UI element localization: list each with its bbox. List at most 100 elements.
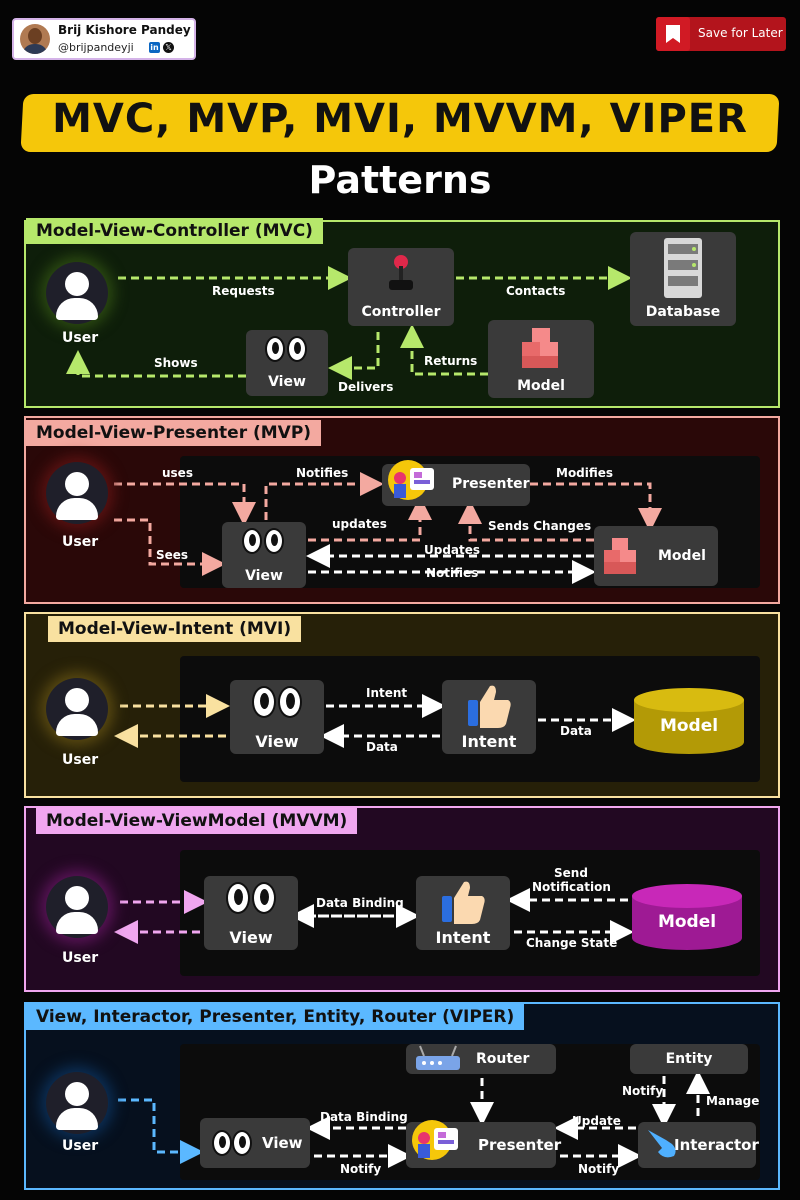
- page-subtitle: Patterns: [308, 158, 492, 202]
- mvi-intent-box: Intent: [442, 680, 536, 754]
- presenter-icon: [388, 460, 434, 500]
- author-handle: @brijpandeyji: [58, 41, 134, 54]
- viper-manage-label: Manage: [706, 1094, 760, 1108]
- mvi-user-icon: [46, 678, 108, 740]
- mvvm-view-label: View: [229, 928, 273, 947]
- mvi-data-label: Data: [560, 724, 592, 738]
- mvp-user-label: User: [62, 534, 99, 550]
- pointing-hand-icon: [648, 1130, 676, 1158]
- viper-presenter-label: Presenter: [478, 1136, 562, 1154]
- mvi-data-back-label: Data: [366, 740, 398, 754]
- mvp-model-box: Model: [594, 526, 718, 586]
- mvp-uses-label: uses: [162, 466, 193, 480]
- mvp-presenter-label: Presenter: [452, 476, 530, 492]
- mvvm-intent-label: Intent: [435, 928, 491, 947]
- mvc-model-box: Model: [488, 320, 594, 398]
- mvc-delivers-label: Delivers: [338, 380, 394, 394]
- mvc-model-label: Model: [517, 378, 565, 394]
- viper-notify-view-label: Notify: [340, 1162, 382, 1176]
- viper-notify-entity-label: Notify: [622, 1084, 664, 1098]
- bookmark-icon: [656, 17, 690, 51]
- joystick-icon: [389, 255, 413, 290]
- mvi-user-label: User: [62, 752, 99, 768]
- mvp-updates-up-label: updates: [332, 517, 387, 531]
- mvc-returns-label: Returns: [424, 354, 478, 368]
- save-for-later-label: Save for Later: [698, 26, 783, 40]
- viper-presenter-box: Presenter: [406, 1120, 561, 1168]
- mvvm-model-cylinder: Model: [632, 884, 742, 950]
- mvc-contacts-label: Contacts: [506, 284, 566, 298]
- save-for-later-button[interactable]: Save for Later: [656, 17, 786, 51]
- mvi-view-box: View: [230, 680, 324, 754]
- viper-entity-box: Entity: [630, 1044, 748, 1074]
- mvp-sees-label: Sees: [156, 548, 189, 562]
- x-icon[interactable]: 𝕏: [163, 42, 174, 53]
- eyes-icon: [265, 336, 285, 362]
- avatar: [20, 24, 50, 54]
- mvp-modifies-label: Modifies: [556, 466, 614, 480]
- mvp-presenter-box: Presenter: [382, 460, 530, 506]
- mvi-model-cylinder: Model: [634, 688, 744, 754]
- mvi-heading: Model-View-Intent (MVI): [48, 616, 302, 642]
- mvi-intent-arrow-label: Intent: [366, 686, 408, 700]
- author-card[interactable]: Brij Kishore Pandey @brijpandeyji in 𝕏: [12, 18, 196, 60]
- mvi-model-label: Model: [659, 716, 719, 736]
- eyes-icon: [252, 686, 276, 718]
- viper-entity-label: Entity: [665, 1051, 713, 1067]
- eyes-icon: [212, 1130, 232, 1156]
- mvp-notifies-label: Notifies: [426, 566, 479, 580]
- mvc-controller-box: Controller: [348, 248, 454, 326]
- mvvm-data-binding-label: Data Binding: [316, 896, 404, 910]
- mvvm-notification-label: Notification: [532, 880, 611, 894]
- mvvm-view-box: View: [204, 876, 298, 950]
- page-title: MVC, MVP, MVI, MVVM, VIPER: [52, 96, 748, 142]
- viper-view-box: View: [200, 1118, 310, 1168]
- viper-interactor-label: Interactor: [674, 1136, 759, 1154]
- viper-notify-interactor-label: Notify: [578, 1162, 620, 1176]
- mvp-model-label: Model: [658, 548, 706, 564]
- database-server-icon: [664, 238, 702, 298]
- mvvm-model-label: Model: [657, 912, 717, 932]
- mvp-view-label: View: [245, 568, 283, 584]
- viper-data-binding-label: Data Binding: [320, 1110, 408, 1124]
- viper-router-box: Router: [406, 1044, 556, 1074]
- thumbs-up-icon: [442, 881, 485, 924]
- mvi-view-label: View: [255, 732, 299, 751]
- mvc-user-icon: [46, 262, 108, 324]
- mvc-database-box: Database: [630, 232, 736, 326]
- mvc-controller-label: Controller: [361, 304, 441, 320]
- mvp-sends-changes-label: Sends Changes: [488, 519, 592, 533]
- mvi-intent-label: Intent: [461, 732, 517, 751]
- mvp-user-icon: [46, 462, 108, 524]
- linkedin-icon[interactable]: in: [149, 42, 160, 53]
- blocks-icon: [522, 328, 558, 368]
- mvp-view-box: View: [222, 522, 306, 588]
- eyes-icon: [242, 528, 262, 554]
- mvp-updates-label: Updates: [424, 543, 481, 557]
- viper-heading: View, Interactor, Presenter, Entity, Rou…: [26, 1004, 525, 1030]
- mvp-heading: Model-View-Presenter (MVP): [26, 420, 322, 446]
- mvc-view-label: View: [268, 374, 306, 390]
- thumbs-up-icon: [468, 685, 511, 728]
- mvvm-user-icon: [46, 876, 108, 938]
- viper-view-label: View: [262, 1134, 303, 1152]
- mvvm-user-label: User: [62, 950, 99, 966]
- mvp-notifies-top-label: Notifies: [296, 466, 349, 480]
- presenter-icon: [412, 1120, 458, 1160]
- mvvm-send-label: Send: [554, 866, 588, 880]
- mvvm-heading: Model-View-ViewModel (MVVM): [36, 808, 358, 834]
- author-name: Brij Kishore Pandey: [58, 23, 191, 37]
- viper-user-icon: [46, 1072, 108, 1134]
- viper-user-label: User: [62, 1138, 99, 1154]
- viper-router-label: Router: [476, 1051, 530, 1067]
- blocks-icon: [604, 538, 636, 574]
- mvc-user-label: User: [62, 330, 99, 346]
- eyes-icon: [226, 882, 250, 914]
- router-icon: [416, 1045, 460, 1070]
- mvc-requests-label: Requests: [212, 284, 275, 298]
